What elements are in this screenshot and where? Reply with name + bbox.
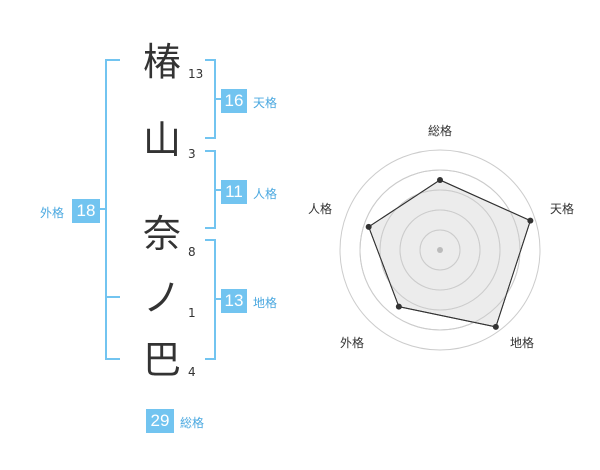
radar-axis-label-0: 総格 [428, 124, 453, 138]
tenkaku-value: 16 [221, 89, 247, 113]
radar-axis-label-3: 外格 [340, 336, 365, 350]
stroke-count-3: 8 [188, 245, 196, 259]
name-char-4: ノ [142, 276, 181, 320]
radar-point-0 [437, 177, 443, 183]
stroke-count-1: 13 [188, 67, 204, 81]
gaikaku-value: 18 [72, 199, 100, 223]
radar-point-1 [527, 217, 534, 224]
soukaku-label: 総格 [180, 416, 205, 430]
stroke-count-2: 3 [188, 147, 196, 161]
radar-ring-overlay-1 [419, 229, 461, 271]
radar-point-3 [395, 303, 402, 310]
name-char-5: 巴 [142, 338, 181, 382]
soukaku-value: 29 [146, 409, 174, 433]
radar-polygon-outline [368, 179, 531, 328]
jinkaku-label: 人格 [253, 187, 278, 201]
name-char-2: 山 [142, 118, 181, 162]
radar-ring-overlay-2 [399, 209, 481, 291]
radar-point-2 [492, 323, 499, 330]
jinkaku-value: 11 [221, 180, 247, 204]
chikaku-label: 地格 [253, 296, 278, 310]
radar-axis-label-1: 天格 [550, 202, 575, 216]
tenkaku-label: 天格 [253, 96, 278, 110]
name-char-1: 椿 [142, 40, 181, 84]
radar-point-4 [365, 223, 372, 230]
name-char-3: 奈 [142, 212, 181, 256]
stroke-count-4: 1 [188, 306, 196, 320]
stroke-count-5: 4 [188, 365, 196, 379]
gaikaku-label: 外格 [40, 206, 65, 220]
chikaku-value: 13 [221, 289, 247, 313]
radar-axis-label-2: 地格 [510, 336, 535, 350]
radar-ring-overlay-4 [359, 169, 521, 331]
radar-center-dot [437, 247, 443, 253]
radar-ring-overlay-3 [379, 189, 501, 311]
radar-axis-label-4: 人格 [308, 202, 333, 216]
